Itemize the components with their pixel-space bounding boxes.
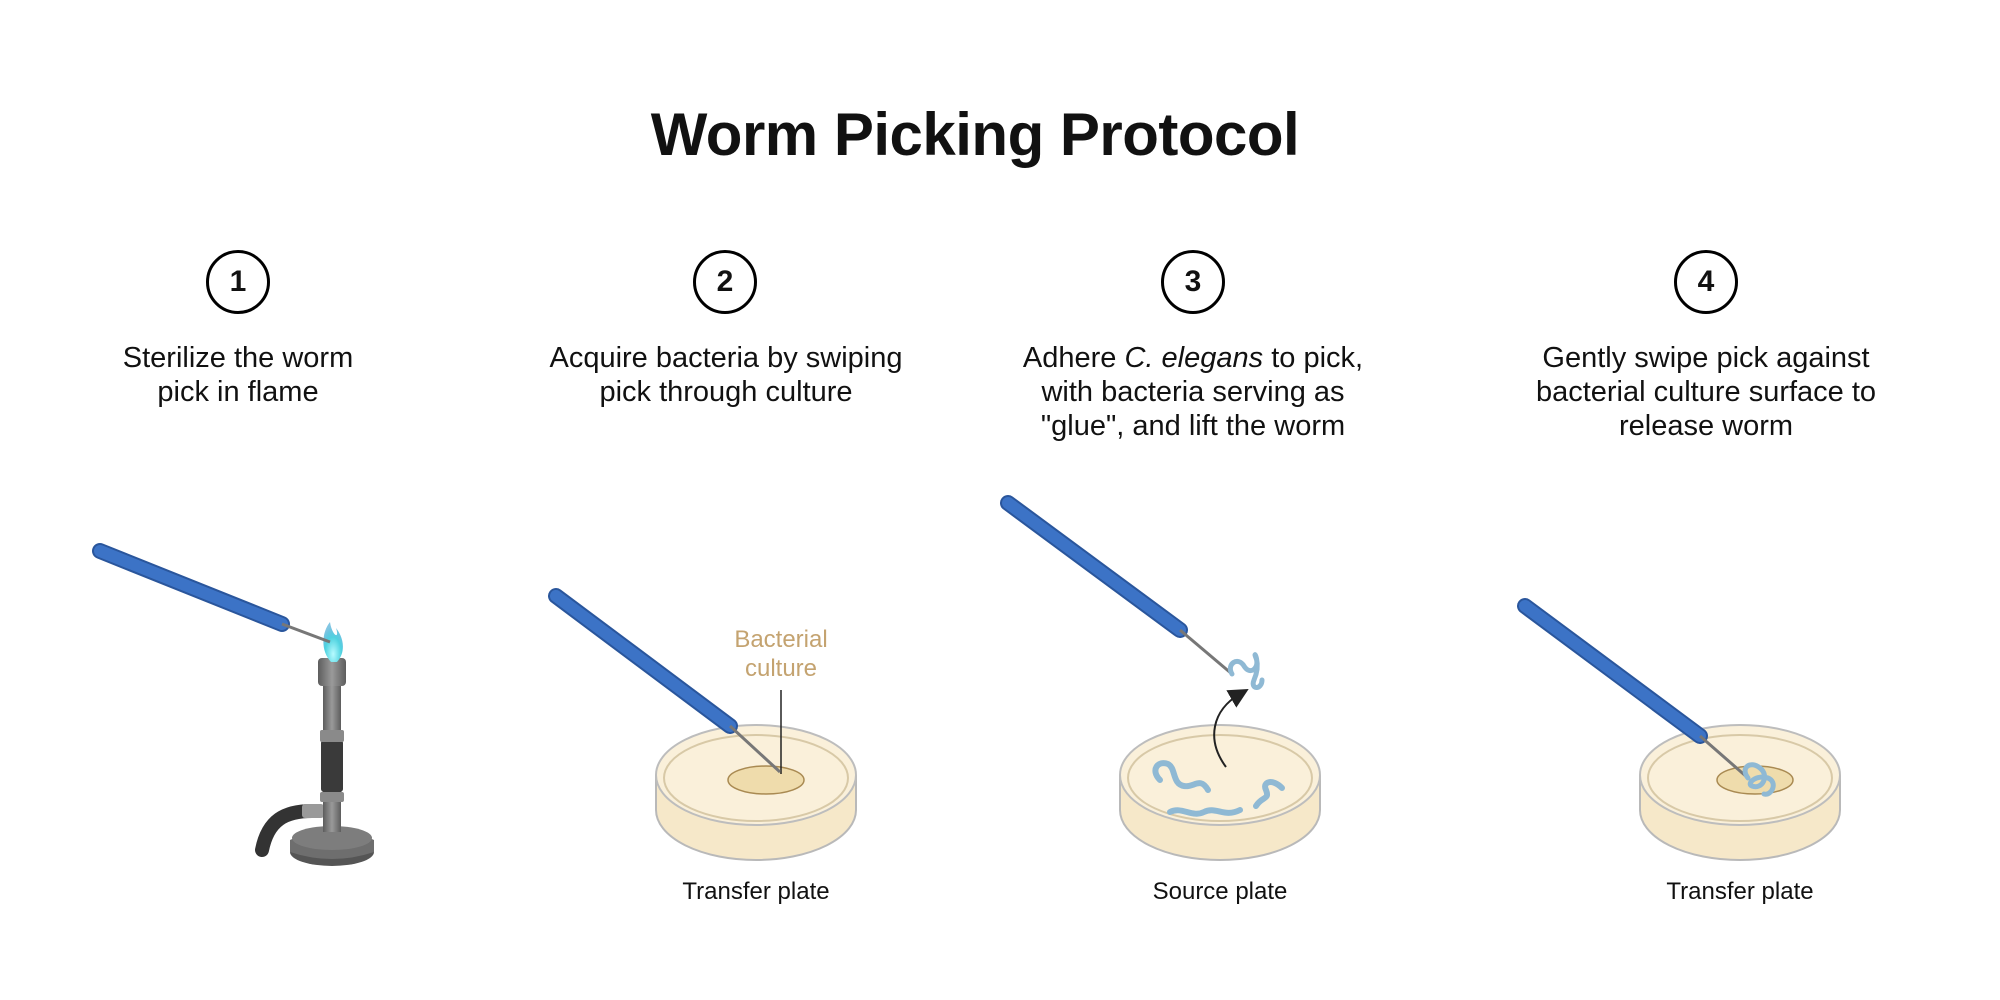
- page-title: Worm Picking Protocol: [650, 101, 1300, 168]
- step-4-petri-dish: [1639, 724, 1841, 861]
- flame-icon: [323, 622, 343, 662]
- step-2-worm-pick: [548, 588, 782, 774]
- step-3-text-post: to pick,: [1263, 342, 1364, 374]
- step-3-worm-pick: [1000, 495, 1233, 676]
- step-2-plate-label: Transfer plate: [682, 878, 830, 905]
- step-1-description: Sterilize the worm pick in flame: [18, 341, 458, 409]
- step-1-description-line-2: pick in flame: [157, 376, 319, 408]
- step-1-description-line-1: Sterilize the worm: [122, 342, 354, 374]
- step-3-text-pre: Adhere: [1022, 342, 1125, 374]
- step-3-description: Adhere C. elegans to pick, with bacteria…: [973, 341, 1413, 443]
- released-worm-icon: [1742, 762, 1776, 797]
- step-4-number: 4: [1697, 265, 1715, 298]
- step-2-description: Acquire bacteria by swiping pick through…: [506, 341, 946, 409]
- step-4-description: Gently swipe pick against bacterial cult…: [1486, 341, 1926, 443]
- step-3-description-line-3: "glue", and lift the worm: [1040, 410, 1346, 442]
- step-3-description-line-1: Adhere C. elegans to pick,: [973, 341, 1413, 375]
- step-4-description-line-1: Gently swipe pick against: [1542, 342, 1870, 374]
- step-2-number-badge: 2: [693, 250, 757, 314]
- lifted-worm-icon: [1228, 652, 1265, 690]
- step-1-worm-pick: [92, 543, 331, 644]
- species-name: C. elegans: [1124, 342, 1264, 374]
- step-1-number: 1: [229, 265, 247, 298]
- step-2-description-line-2: pick through culture: [599, 376, 853, 408]
- bacterial-culture-spot: [727, 765, 805, 795]
- step-3-number: 3: [1184, 265, 1202, 298]
- step-4-plate-label: Transfer plate: [1666, 878, 1814, 905]
- callout-line-1: Bacterial: [734, 626, 828, 653]
- step-3-plate-label: Source plate: [1152, 878, 1288, 905]
- step-4-description-line-3: release worm: [1618, 410, 1794, 442]
- step-2-petri-dish: [655, 724, 857, 861]
- callout-line-2: culture: [744, 655, 818, 682]
- step-1-number-badge: 1: [206, 250, 270, 314]
- step-3-description-line-2: with bacteria serving as: [1041, 376, 1345, 408]
- step-3-number-badge: 3: [1161, 250, 1225, 314]
- step-2-number: 2: [716, 265, 734, 298]
- step-4-worm-pick: [1517, 598, 1749, 780]
- bunsen-burner-icon: [255, 658, 374, 866]
- step-2-description-line-1: Acquire bacteria by swiping: [549, 342, 903, 374]
- lift-arrow-icon: [1213, 689, 1249, 768]
- step-3-petri-dish: [1119, 724, 1321, 861]
- step-4-number-badge: 4: [1674, 250, 1738, 314]
- worm-icon: [1152, 760, 1285, 817]
- bacterial-culture-callout: Bacterial culture: [701, 625, 861, 683]
- step-4-description-line-2: bacterial culture surface to: [1535, 376, 1877, 408]
